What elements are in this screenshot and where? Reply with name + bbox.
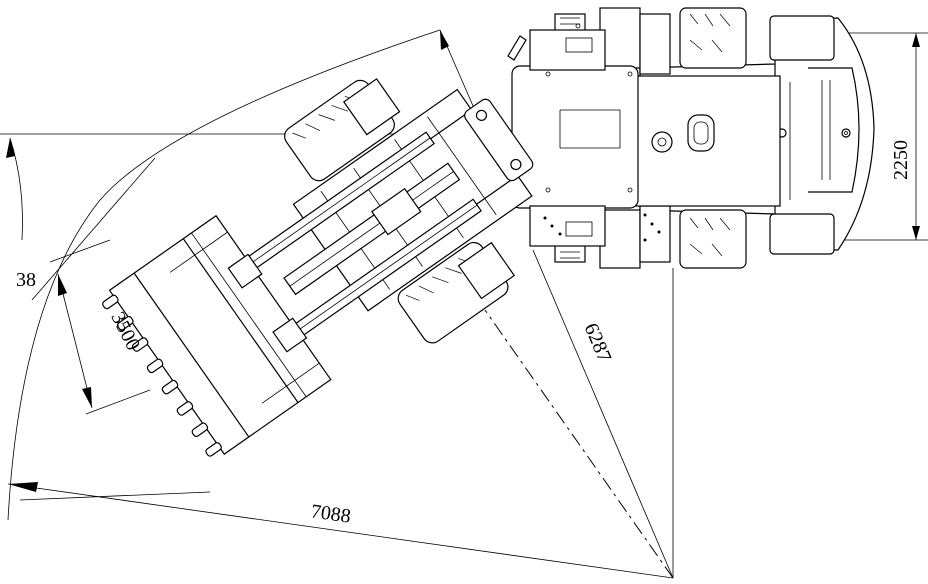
bucket-teeth: [102, 294, 222, 457]
rear-frame: [507, 7, 875, 269]
dimension-6287-label: 6287: [580, 320, 616, 365]
dimension-38-label: 38: [16, 269, 36, 291]
dimension-lines: [0, 29, 928, 579]
dimension-2250-label: 2250: [890, 140, 912, 180]
front-frame: [102, 78, 534, 457]
dimension-7088-label: 7088: [309, 500, 352, 527]
step-rivets-bottom: [543, 213, 661, 242]
